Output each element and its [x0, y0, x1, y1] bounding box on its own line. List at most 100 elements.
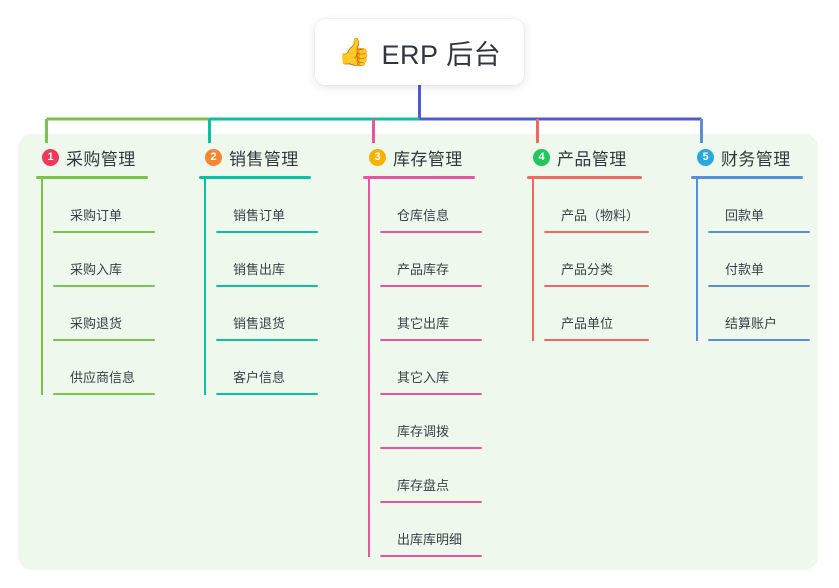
leaf-node[interactable]: 其它入库: [375, 341, 482, 395]
leaf-node[interactable]: 出库库明细: [375, 503, 482, 557]
branch-item-list: 回款单付款单结算账户: [691, 179, 810, 341]
leaf-node-rule: [544, 339, 649, 341]
leaf-node[interactable]: 其它出库: [375, 287, 482, 341]
leaf-node-rule: [708, 285, 810, 287]
leaf-node[interactable]: 回款单: [703, 179, 810, 233]
leaf-node-label: 产品（物料）: [561, 208, 640, 223]
branch-column-5: 5 财务管理回款单付款单结算账户: [691, 144, 810, 341]
branch-number-badge: 1: [42, 148, 59, 166]
branch-header-rule: [527, 176, 642, 179]
leaf-node-rule: [53, 339, 155, 341]
leaf-node[interactable]: 采购入库: [48, 233, 155, 287]
leaf-node-label: 库存调拨: [397, 424, 450, 439]
leaf-node[interactable]: 产品（物料）: [539, 179, 649, 233]
branch-header-5[interactable]: 5 财务管理: [691, 144, 803, 170]
branch-header-1[interactable]: 1 采购管理: [36, 144, 148, 170]
leaf-node[interactable]: 供应商信息: [48, 341, 155, 395]
leaf-node[interactable]: 采购退货: [48, 287, 155, 341]
leaf-node-rule: [53, 393, 155, 395]
leaf-node-rule: [380, 231, 482, 233]
branch-number-badge: 2: [205, 148, 222, 166]
leaf-node-label: 采购订单: [70, 208, 123, 223]
branch-spine: [41, 179, 43, 395]
leaf-node-rule: [380, 447, 482, 449]
leaf-node[interactable]: 库存调拨: [375, 395, 482, 449]
branch-number-badge: 4: [533, 148, 550, 166]
leaf-node-rule: [216, 285, 318, 287]
branch-number-badge: 3: [369, 148, 386, 166]
leaf-node-label: 产品单位: [561, 316, 614, 331]
leaf-node-label: 结算账户: [725, 316, 778, 331]
branch-header-rule: [36, 176, 148, 179]
leaf-node[interactable]: 销售出库: [211, 233, 318, 287]
leaf-node[interactable]: 采购订单: [48, 179, 155, 233]
branch-spine: [532, 179, 534, 341]
branch-header-4[interactable]: 4 产品管理: [527, 144, 642, 170]
branch-header-rule: [363, 176, 475, 179]
leaf-node[interactable]: 结算账户: [703, 287, 810, 341]
leaf-node[interactable]: 销售订单: [211, 179, 318, 233]
leaf-node[interactable]: 客户信息: [211, 341, 318, 395]
leaf-node[interactable]: 产品单位: [539, 287, 649, 341]
leaf-node-label: 仓库信息: [397, 208, 450, 223]
leaf-node-label: 采购退货: [70, 316, 123, 331]
branch-column-4: 4 产品管理产品（物料） 产品分类产品单位: [527, 144, 649, 341]
leaf-node-label: 库存盘点: [397, 478, 450, 493]
branch-item-list: 销售订单销售出库销售退货客户信息: [199, 179, 318, 395]
branch-title: 产品管理: [557, 149, 627, 169]
leaf-node[interactable]: 仓库信息: [375, 179, 482, 233]
leaf-node-rule: [380, 339, 482, 341]
leaf-node-label: 客户信息: [233, 370, 286, 385]
branch-column-3: 3 库存管理仓库信息产品库存其它出库其它入库库存调拨库存盘点出库库明细: [363, 144, 482, 557]
branch-title: 销售管理: [229, 149, 299, 169]
leaf-node-rule: [708, 339, 810, 341]
leaf-node-rule: [53, 231, 155, 233]
root-node-title: ERP 后台: [381, 39, 502, 70]
leaf-node-label: 销售出库: [233, 262, 286, 277]
branch-column-1: 1 采购管理采购订单采购入库采购退货供应商信息: [36, 144, 155, 395]
leaf-node-rule: [216, 231, 318, 233]
leaf-node-rule: [380, 285, 482, 287]
branch-header-2[interactable]: 2 销售管理: [199, 144, 311, 170]
branch-number-badge: 5: [697, 148, 714, 166]
root-node-card[interactable]: 👍 ERP 后台: [315, 19, 524, 85]
branch-column-2: 2 销售管理销售订单销售出库销售退货客户信息: [199, 144, 318, 395]
leaf-node-label: 出库库明细: [397, 532, 463, 547]
leaf-node-label: 付款单: [725, 262, 765, 277]
leaf-node-rule: [216, 339, 318, 341]
leaf-node[interactable]: 付款单: [703, 233, 810, 287]
leaf-node-rule: [380, 501, 482, 503]
branch-item-list: 仓库信息产品库存其它出库其它入库库存调拨库存盘点出库库明细: [363, 179, 482, 557]
leaf-node-label: 销售订单: [233, 208, 286, 223]
leaf-node-label: 供应商信息: [70, 370, 136, 385]
leaf-node-rule: [380, 555, 482, 557]
leaf-node-label: 产品库存: [397, 262, 450, 277]
branch-spine: [696, 179, 698, 341]
leaf-node-label: 其它出库: [397, 316, 450, 331]
leaf-node-rule: [380, 393, 482, 395]
diagram-background-panel: [18, 134, 818, 570]
leaf-node-rule: [708, 231, 810, 233]
branch-title: 库存管理: [393, 149, 463, 169]
branch-item-list: 产品（物料） 产品分类产品单位: [527, 179, 649, 341]
branch-title: 财务管理: [721, 149, 791, 169]
leaf-node[interactable]: 销售退货: [211, 287, 318, 341]
branch-spine: [368, 179, 370, 557]
leaf-node-label: 销售退货: [233, 316, 286, 331]
leaf-node[interactable]: 产品分类: [539, 233, 649, 287]
branch-spine: [204, 179, 206, 395]
leaf-node-label: 产品分类: [561, 262, 614, 277]
branch-title: 采购管理: [66, 149, 136, 169]
leaf-node-rule: [544, 231, 649, 233]
leaf-node-rule: [544, 285, 649, 287]
branch-header-3[interactable]: 3 库存管理: [363, 144, 475, 170]
leaf-node-rule: [53, 285, 155, 287]
leaf-node[interactable]: 产品库存: [375, 233, 482, 287]
branch-item-list: 采购订单采购入库采购退货供应商信息: [36, 179, 155, 395]
leaf-node[interactable]: 库存盘点: [375, 449, 482, 503]
branch-header-rule: [199, 176, 311, 179]
leaf-node-label: 采购入库: [70, 262, 123, 277]
leaf-node-rule: [216, 393, 318, 395]
branch-header-rule: [691, 176, 803, 179]
